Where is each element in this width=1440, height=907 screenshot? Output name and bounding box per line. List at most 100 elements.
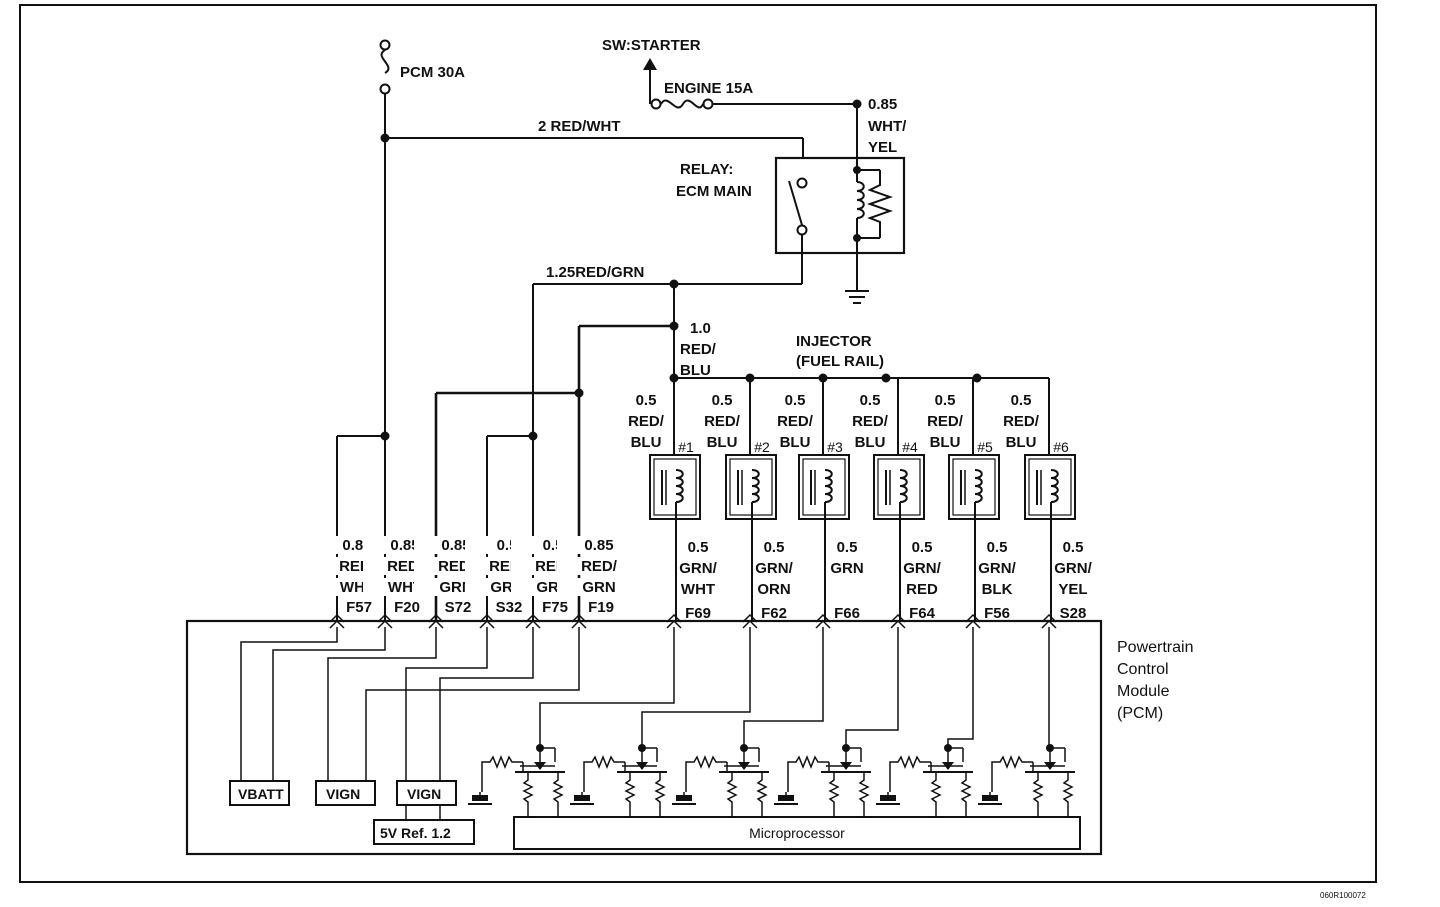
sense-resistor xyxy=(624,772,636,817)
label-backdrop xyxy=(511,578,555,596)
injector-coil-icon xyxy=(824,469,833,503)
ground-icon xyxy=(778,795,794,801)
5v-ref-label: 5V Ref. 1.2 xyxy=(380,825,451,841)
label-backdrop xyxy=(465,536,509,554)
injector-pin-label: F64 xyxy=(909,605,936,622)
injector-wire-label: 0.5 xyxy=(688,539,709,556)
injector-wire-label: GRN xyxy=(830,560,863,577)
connector-pin-icon xyxy=(525,613,541,623)
connector-pin-icon xyxy=(742,619,758,629)
connector-pin-icon xyxy=(479,613,495,623)
injector-number: #1 xyxy=(678,439,694,455)
injector-supply-label: RED/ xyxy=(628,413,665,430)
vbatt-box xyxy=(229,780,290,806)
gate-resistor xyxy=(685,754,727,792)
pcm-name-1: Powertrain xyxy=(1117,639,1193,656)
power-pin-label: F20 xyxy=(394,599,420,616)
injector-supply-label: BLU xyxy=(780,434,811,451)
power-pin-group: 0.85RED/WHTF570.85RED/WHTF200.85RED/GRNS… xyxy=(315,536,618,629)
connector-pin-icon xyxy=(815,619,831,629)
injector-title-2: (FUEL RAIL) xyxy=(796,353,884,370)
gate-resistor xyxy=(991,754,1033,792)
relay-out-wire-label: 1.25RED/GRN xyxy=(546,264,644,281)
label-backdrop xyxy=(363,557,407,575)
injector-pin-label: F69 xyxy=(685,605,711,622)
power-wire-label: WHT xyxy=(388,579,422,596)
relay-ground-icon xyxy=(845,290,869,304)
fet-diode-icon xyxy=(534,762,546,770)
injector-wire-label: YEL xyxy=(1058,581,1087,598)
label-backdrop xyxy=(557,557,601,575)
label-backdrop xyxy=(363,536,407,554)
injector-supply-label: BLU xyxy=(1006,434,1037,451)
sense-resistor xyxy=(522,772,534,817)
label-backdrop xyxy=(465,578,509,596)
connector-pin-icon xyxy=(965,613,981,623)
injector-wire-label: 0.5 xyxy=(837,539,858,556)
pull-resistor xyxy=(858,772,870,817)
injector-wire-label: ORN xyxy=(757,581,790,598)
injector-pin-label: F56 xyxy=(984,605,1010,622)
vign-label-1: VIGN xyxy=(326,786,360,802)
injector-supply-label: 0.5 xyxy=(785,392,806,409)
injector-supply-label: RED/ xyxy=(1003,413,1040,430)
label-backdrop xyxy=(511,536,555,554)
driver-route xyxy=(845,627,899,748)
injector-coil-icon xyxy=(974,469,983,503)
injector-coil-icon xyxy=(675,469,684,503)
sense-resistor xyxy=(930,772,942,817)
power-wire-label: RED/ xyxy=(581,558,618,575)
label-backdrop xyxy=(315,536,359,554)
injector-number: #2 xyxy=(754,439,770,455)
injector-body xyxy=(798,454,850,520)
injector-supply-label: 0.5 xyxy=(1011,392,1032,409)
injector-pin-label: F66 xyxy=(834,605,860,622)
sense-resistor xyxy=(726,772,738,817)
connector-pin-icon xyxy=(965,619,981,629)
microprocessor-label: Microprocessor xyxy=(749,825,845,841)
driver-route xyxy=(743,627,824,748)
power-pin-label: F57 xyxy=(346,599,372,616)
label-backdrop xyxy=(414,578,458,596)
injector-supply-label: BLU xyxy=(631,434,662,451)
injector-coil-icon xyxy=(751,469,760,503)
power-wire-label: GRN xyxy=(582,579,615,596)
fet-diode-icon xyxy=(636,762,648,770)
injector-supply-label: RED/ xyxy=(777,413,814,430)
power-wire-label: 0.85 xyxy=(584,537,613,554)
engine-wire-label-3: YEL xyxy=(868,139,897,156)
engine-fuse-label: ENGINE 15A xyxy=(664,80,753,97)
injector-supply-label: RED/ xyxy=(927,413,964,430)
connector-pin-icon xyxy=(666,619,682,629)
label-backdrop xyxy=(557,578,601,596)
bus-wire-label-1: 1.0 xyxy=(690,320,711,337)
connector-pin-icon xyxy=(571,613,587,623)
ground-icon xyxy=(574,795,590,801)
vbatt-label: VBATT xyxy=(238,786,284,802)
pcm-name-2: Control xyxy=(1117,661,1169,678)
connector-pin-icon xyxy=(525,619,541,629)
injector-wire-label: GRN/ xyxy=(903,560,941,577)
power-wire-label: GRN xyxy=(439,579,472,596)
connector-pin-icon xyxy=(815,613,831,623)
label-backdrop xyxy=(557,536,601,554)
connector-pin-icon xyxy=(571,619,587,629)
connector-pin-icon xyxy=(428,619,444,629)
power-wire-label: 0.85 xyxy=(390,537,419,554)
injector-number: #5 xyxy=(977,439,993,455)
injector-supply-label: 0.5 xyxy=(935,392,956,409)
injector-wire-label: 0.5 xyxy=(987,539,1008,556)
injector-wire-label: GRN/ xyxy=(1054,560,1092,577)
pcm-module xyxy=(185,619,1103,856)
5v-ref-box xyxy=(373,819,475,845)
vign-box-1 xyxy=(315,780,376,806)
label-backdrop xyxy=(315,557,359,575)
injector-supply-label: BLU xyxy=(707,434,738,451)
pcm-name-3: Module xyxy=(1117,683,1170,700)
injector-wire-label: BLK xyxy=(982,581,1013,598)
injector-group: 0.5RED/BLU#10.5GRN/WHTF690.5RED/BLU#20.5… xyxy=(468,378,1093,817)
ground-icon xyxy=(676,795,692,801)
